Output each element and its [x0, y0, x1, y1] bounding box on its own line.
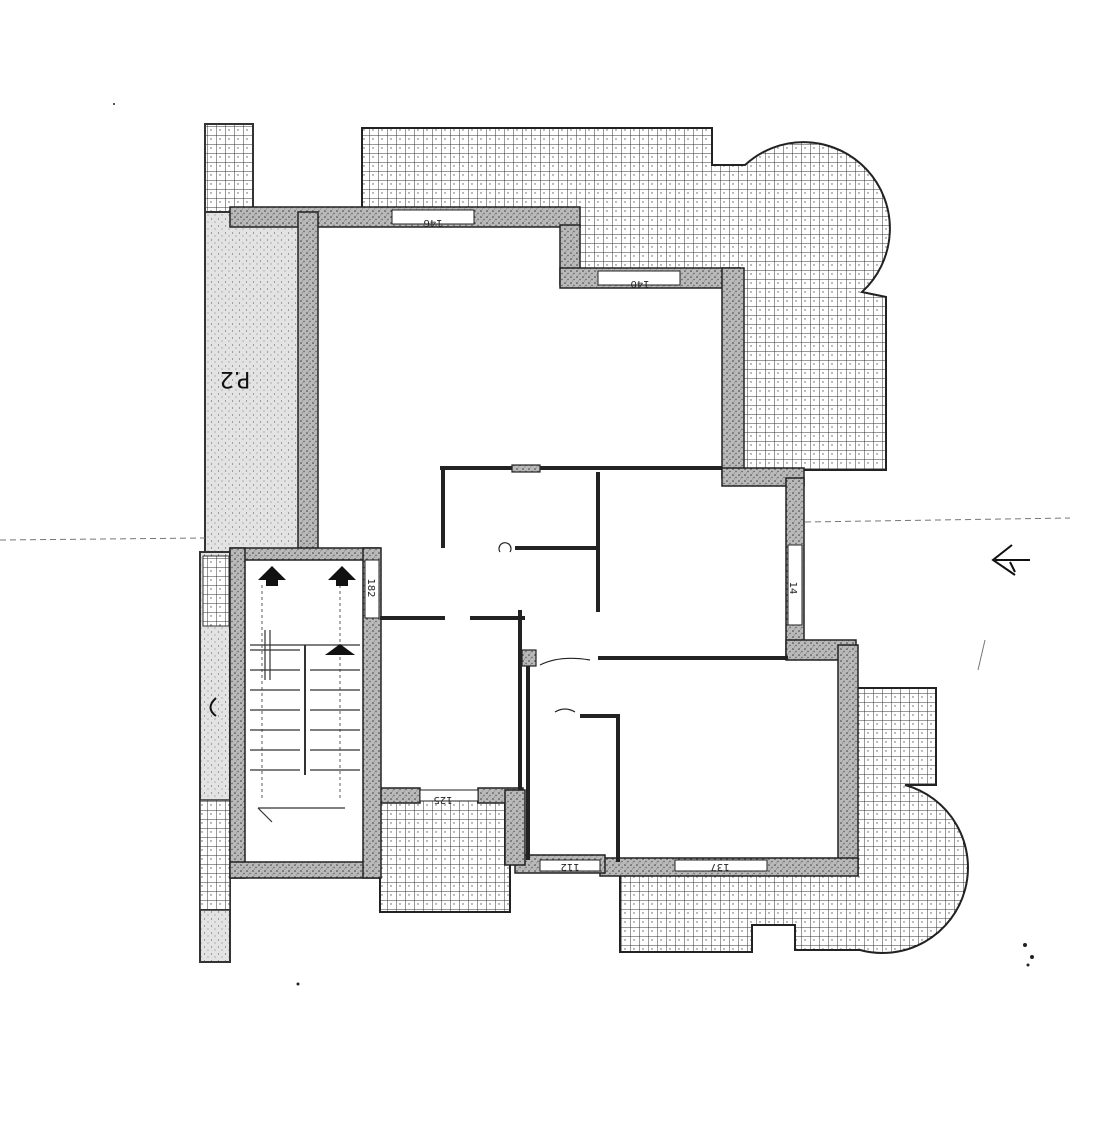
dimension-labels: 146 140 14 182 125 112 137: [365, 217, 798, 872]
compass-arrow-icon: [991, 544, 1030, 576]
dim-lower-left-window: 125: [433, 794, 452, 805]
dim-right-window: 14: [787, 582, 798, 595]
scan-dots: [113, 103, 1034, 986]
door-swings: [498, 464, 591, 713]
landing-corridor: [199, 123, 301, 963]
lower-right-terrace: [619, 687, 969, 955]
lower-left-balcony: [379, 791, 511, 913]
level-label: P.2: [220, 366, 251, 391]
window-openings: [364, 209, 803, 872]
dim-lower-right-window: 137: [710, 861, 729, 872]
dim-stair-window: 182: [365, 578, 376, 597]
scan-artifacts: [0, 517, 1071, 671]
top-terrace: [361, 127, 891, 471]
stair-arrow-icon: [258, 566, 356, 655]
staircase: [250, 585, 360, 823]
door-symbol: [209, 697, 217, 717]
dim-upper-window: 140: [630, 278, 649, 289]
dim-top-window: 146: [423, 217, 442, 228]
exterior-walls: [229, 206, 859, 879]
interior-walls: [380, 466, 788, 862]
dim-lower-mid-window: 112: [560, 861, 579, 872]
